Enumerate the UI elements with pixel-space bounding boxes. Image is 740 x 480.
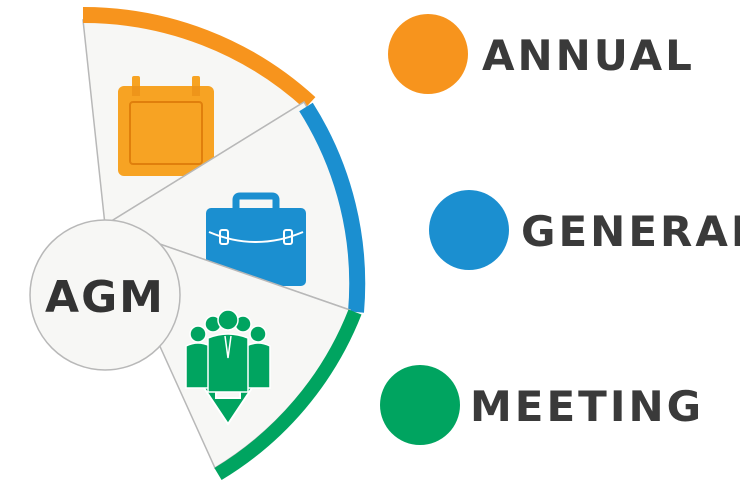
- legend-word-meeting: MEETING: [470, 382, 704, 431]
- center-label: AGM: [45, 272, 165, 323]
- segment-meeting-arc: [214, 309, 362, 480]
- segment-annual-arc: [82, 6, 316, 109]
- legend-dot-meeting: [380, 365, 460, 445]
- center-circle: [29, 219, 181, 371]
- legend-dot-general: [429, 190, 509, 270]
- segment-general-arc: [299, 102, 366, 313]
- legend-item-general: GENERAL: [429, 190, 740, 270]
- team-download-icon: [185, 309, 271, 426]
- legend-dot-annual: [388, 14, 468, 94]
- center-hub: AGM: [29, 219, 181, 371]
- legend-word-general: GENERAL: [521, 207, 740, 256]
- legend-item-annual: ANNUAL: [388, 14, 695, 94]
- segment-general: [103, 100, 366, 313]
- legend: ANNUAL GENERAL MEETING: [380, 14, 740, 445]
- legend-item-meeting: MEETING: [380, 365, 704, 445]
- briefcase-icon: [206, 192, 306, 286]
- calendar-icon: [118, 76, 214, 176]
- legend-word-annual: ANNUAL: [482, 31, 695, 80]
- segment-annual: [82, 6, 316, 227]
